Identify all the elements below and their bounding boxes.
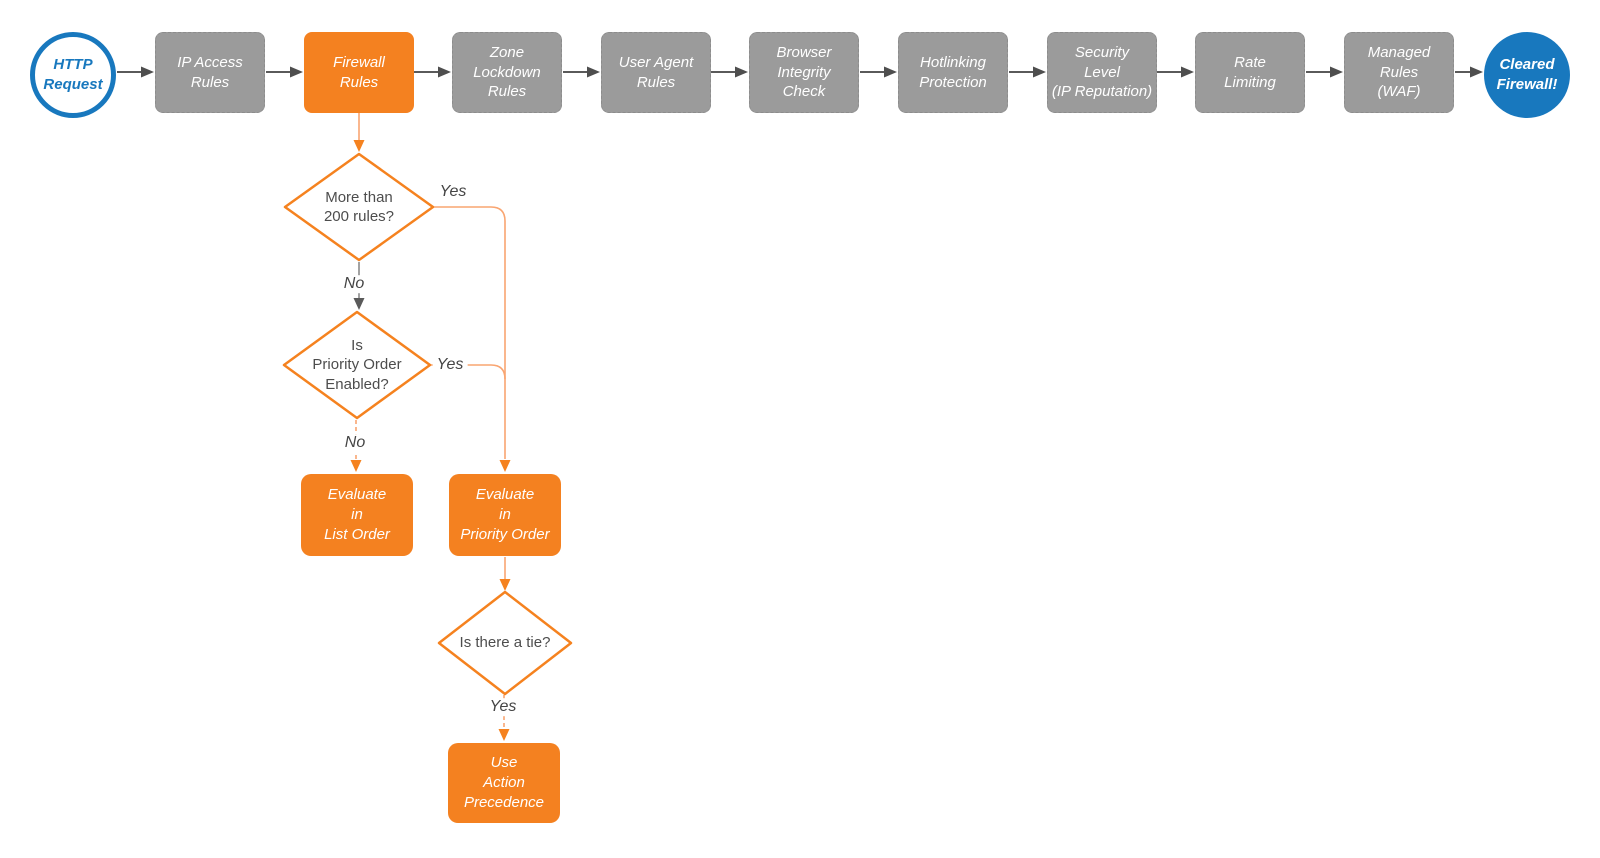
- decision1-text: More than 200 rules?: [323, 188, 395, 226]
- pipeline-step: Zone Lockdown Rules: [452, 32, 562, 113]
- pipeline-step-label: Rate Limiting: [1224, 53, 1276, 91]
- connector-decision2-yes-join: [430, 364, 506, 380]
- pipeline-step: IP Access Rules: [155, 32, 265, 113]
- action-use-action-precedence: Use Action Precedence: [448, 743, 560, 823]
- pipeline-step: User Agent Rules: [601, 32, 711, 113]
- pipeline-flow-arrow: [266, 66, 303, 78]
- pipeline-flow-arrow: [711, 66, 748, 78]
- end-node-label: Cleared Firewall!: [1496, 56, 1558, 93]
- edge-label-decision1-yes: Yes: [435, 183, 471, 201]
- pipeline-step-label: Browser Integrity Check: [776, 43, 832, 101]
- action-priority-order-label: Evaluate in Priority Order: [460, 486, 550, 543]
- pipeline-step-label: Managed Rules (WAF): [1367, 43, 1431, 101]
- decision3-is-there-a-tie: Is there a tie?: [439, 592, 571, 694]
- decision2-diamond: [282, 310, 432, 420]
- pipeline-step-label: User Agent Rules: [618, 53, 694, 91]
- pipeline-step: Browser Integrity Check: [749, 32, 859, 113]
- pipeline-step-label: Security Level (IP Reputation): [1051, 43, 1153, 101]
- decision3-text: Is there a tie?: [459, 634, 551, 652]
- pipeline-step: Firewall Rules: [304, 32, 414, 113]
- pipeline-flow-arrow: [414, 66, 451, 78]
- action-precedence-label: Use Action Precedence: [463, 754, 545, 811]
- decision1-diamond: [283, 152, 435, 262]
- pipeline-flow-arrow: [117, 66, 154, 78]
- action-list-order-label: Evaluate in List Order: [324, 486, 390, 543]
- edge-label-decision2-no: No: [340, 434, 370, 452]
- end-node-cleared-firewall: Cleared Firewall!: [1484, 32, 1570, 118]
- connector-priority-to-decision3: [499, 557, 511, 591]
- pipeline-flow-arrow: [860, 66, 897, 78]
- action-evaluate-list-order: Evaluate in List Order: [301, 474, 413, 556]
- decision2-text: Is Priority Order Enabled?: [312, 336, 402, 393]
- start-node-label: HTTP Request: [43, 56, 103, 93]
- pipeline-step: Managed Rules (WAF): [1344, 32, 1454, 113]
- decision1-more-than-200-rules: More than 200 rules?: [285, 154, 433, 260]
- pipeline-step: Security Level (IP Reputation): [1047, 32, 1157, 113]
- pipeline-step: Rate Limiting: [1195, 32, 1305, 113]
- pipeline-step-label: IP Access Rules: [177, 53, 243, 91]
- pipeline-step-label: Hotlinking Protection: [919, 53, 987, 91]
- pipeline-step-label: Firewall Rules: [333, 53, 385, 91]
- start-node-http-request: HTTP Request: [30, 32, 116, 118]
- edge-label-decision2-yes: Yes: [432, 356, 468, 374]
- pipeline-flow-arrow: [1009, 66, 1046, 78]
- connector-firewall-to-decision1: [353, 113, 365, 152]
- pipeline-step-label: Zone Lockdown Rules: [473, 43, 541, 101]
- edge-label-decision1-no: No: [339, 275, 369, 293]
- connector-decision2-no: [350, 420, 362, 472]
- action-evaluate-priority-order: Evaluate in Priority Order: [449, 474, 561, 556]
- pipeline-flow-arrow: [1455, 66, 1483, 78]
- decision2-priority-order-enabled: Is Priority Order Enabled?: [284, 312, 430, 418]
- connector-decision1-yes-trunk: [433, 206, 511, 472]
- pipeline-flow-arrow: [563, 66, 600, 78]
- decision3-diamond: [437, 590, 573, 696]
- pipeline-flow-arrow: [1306, 66, 1343, 78]
- pipeline-step: Hotlinking Protection: [898, 32, 1008, 113]
- pipeline-flow-arrow: [1157, 66, 1194, 78]
- edge-label-decision3-yes: Yes: [485, 698, 521, 716]
